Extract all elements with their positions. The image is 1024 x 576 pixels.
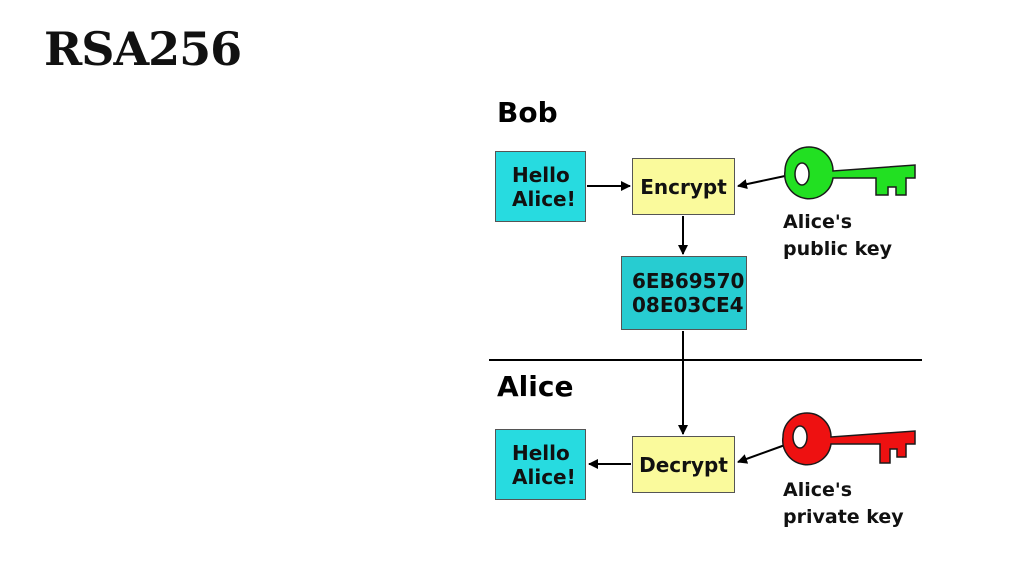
- private-key-label-line-2: private key: [783, 505, 904, 528]
- decrypt-box: Decrypt: [632, 436, 735, 493]
- receiver-label: Alice: [497, 370, 574, 403]
- private-key-label-line-1: Alice's: [783, 479, 853, 501]
- encrypt-box: Encrypt: [632, 158, 735, 215]
- ciphertext-line-1: 6EB69570: [632, 269, 745, 293]
- private-key-label: Alice's private key: [783, 477, 904, 530]
- decrypted-line-2: Alice!: [512, 464, 576, 489]
- decrypted-line-1: Hello: [512, 440, 570, 465]
- plaintext-box-bob: Hello Alice!: [495, 151, 586, 222]
- ciphertext-box: 6EB69570 08E03CE4: [621, 256, 747, 330]
- public-key-label: Alice's public key: [783, 209, 892, 262]
- public-key-icon: [784, 146, 916, 200]
- section-divider: [489, 359, 922, 361]
- sender-label: Bob: [497, 96, 558, 129]
- ciphertext-line-2: 08E03CE4: [632, 293, 744, 317]
- arrow-public-key-to-encrypt: [737, 175, 786, 190]
- plaintext-line-2: Alice!: [512, 186, 576, 211]
- plaintext-box-alice: Hello Alice!: [495, 429, 586, 500]
- public-key-label-line-1: Alice's: [783, 211, 853, 233]
- public-key-label-line-2: public key: [783, 237, 893, 260]
- arrow-private-key-to-decrypt: [737, 444, 786, 464]
- slide-title: RSA256: [44, 22, 242, 76]
- decrypt-label: Decrypt: [639, 452, 728, 477]
- plaintext-line-1: Hello: [512, 162, 570, 187]
- private-key-icon: [782, 412, 916, 466]
- encrypt-label: Encrypt: [640, 174, 727, 199]
